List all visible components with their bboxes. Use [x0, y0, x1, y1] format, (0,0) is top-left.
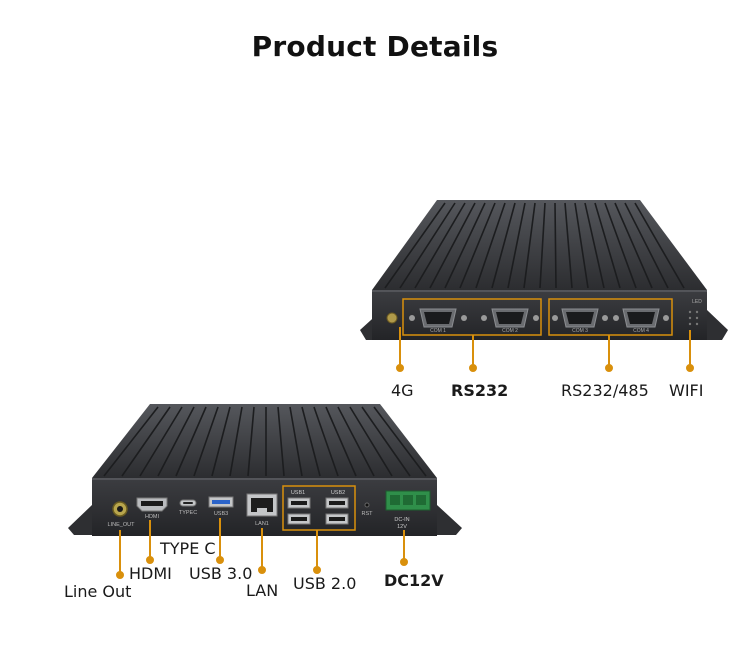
label-lan: LAN	[246, 581, 279, 600]
label-rs232-485: RS232/485	[561, 381, 649, 400]
rst-panel-label: RST	[362, 511, 374, 517]
dc-in-terminal: DC-IN 12V	[385, 490, 431, 530]
svg-text:COM 3: COM 3	[572, 328, 588, 334]
svg-text:LAN1: LAN1	[255, 521, 269, 527]
com-port-3: COM 3	[552, 308, 608, 334]
type-c-port: TYPEC	[179, 499, 197, 516]
label-4g: 4G	[391, 381, 414, 400]
reset-button	[364, 502, 370, 508]
bottom-callouts	[116, 518, 408, 579]
mounting-ear-right	[437, 505, 462, 535]
bottom-device: LINE_OUT HDMI TYPEC USB3 LAN1 USB1	[68, 404, 462, 579]
label-rs232: RS232	[451, 381, 509, 400]
svg-text:DC-IN: DC-IN	[394, 517, 409, 523]
svg-text:USB3: USB3	[214, 511, 228, 517]
com-port-1: COM 1	[409, 308, 467, 334]
usb2-panel-label: USB2	[331, 490, 345, 496]
page-title: Product Details	[251, 30, 499, 63]
heatsink-fins	[103, 406, 427, 477]
heatsink-fins	[384, 202, 685, 289]
top-device: COM 1 COM 2 COM 3 COM 4 LED	[360, 200, 728, 372]
label-line-out: Line Out	[64, 582, 132, 601]
lan-port: LAN1	[246, 493, 278, 527]
label-hdmi: HDMI	[129, 564, 172, 583]
label-dc12v: DC12V	[384, 571, 444, 590]
svg-text:12V: 12V	[397, 524, 407, 530]
mounting-ear-right	[707, 310, 728, 340]
antenna-4g-port	[386, 312, 398, 324]
com-port-4: COM 4	[613, 308, 669, 334]
label-wifi: WIFI	[669, 381, 704, 400]
led-label: LED	[692, 299, 702, 305]
svg-text:COM 2: COM 2	[502, 328, 518, 334]
svg-text:COM 1: COM 1	[430, 328, 446, 334]
line-out-jack: LINE_OUT	[108, 501, 136, 528]
label-type-c: TYPE C	[160, 539, 216, 558]
usb2-highlight-box	[282, 485, 356, 531]
wifi-led-dots	[688, 310, 699, 326]
usb3-port: USB3	[208, 496, 234, 517]
com-port-2: COM 2	[481, 308, 539, 334]
svg-text:TYPEC: TYPEC	[179, 510, 197, 516]
mounting-ear-left	[68, 505, 92, 535]
rs232-485-highlight-box	[548, 298, 673, 336]
usb1-panel-label: USB1	[291, 490, 305, 496]
hdmi-port: HDMI	[136, 497, 168, 520]
usb2-ports	[287, 497, 349, 525]
svg-text:HDMI: HDMI	[145, 514, 160, 520]
heatsink-top	[92, 404, 437, 478]
svg-text:LINE_OUT: LINE_OUT	[108, 522, 136, 528]
svg-text:COM 4: COM 4	[633, 328, 649, 334]
top-callouts	[396, 327, 694, 372]
label-usb2: USB 2.0	[293, 574, 357, 593]
label-usb3: USB 3.0	[189, 564, 253, 583]
